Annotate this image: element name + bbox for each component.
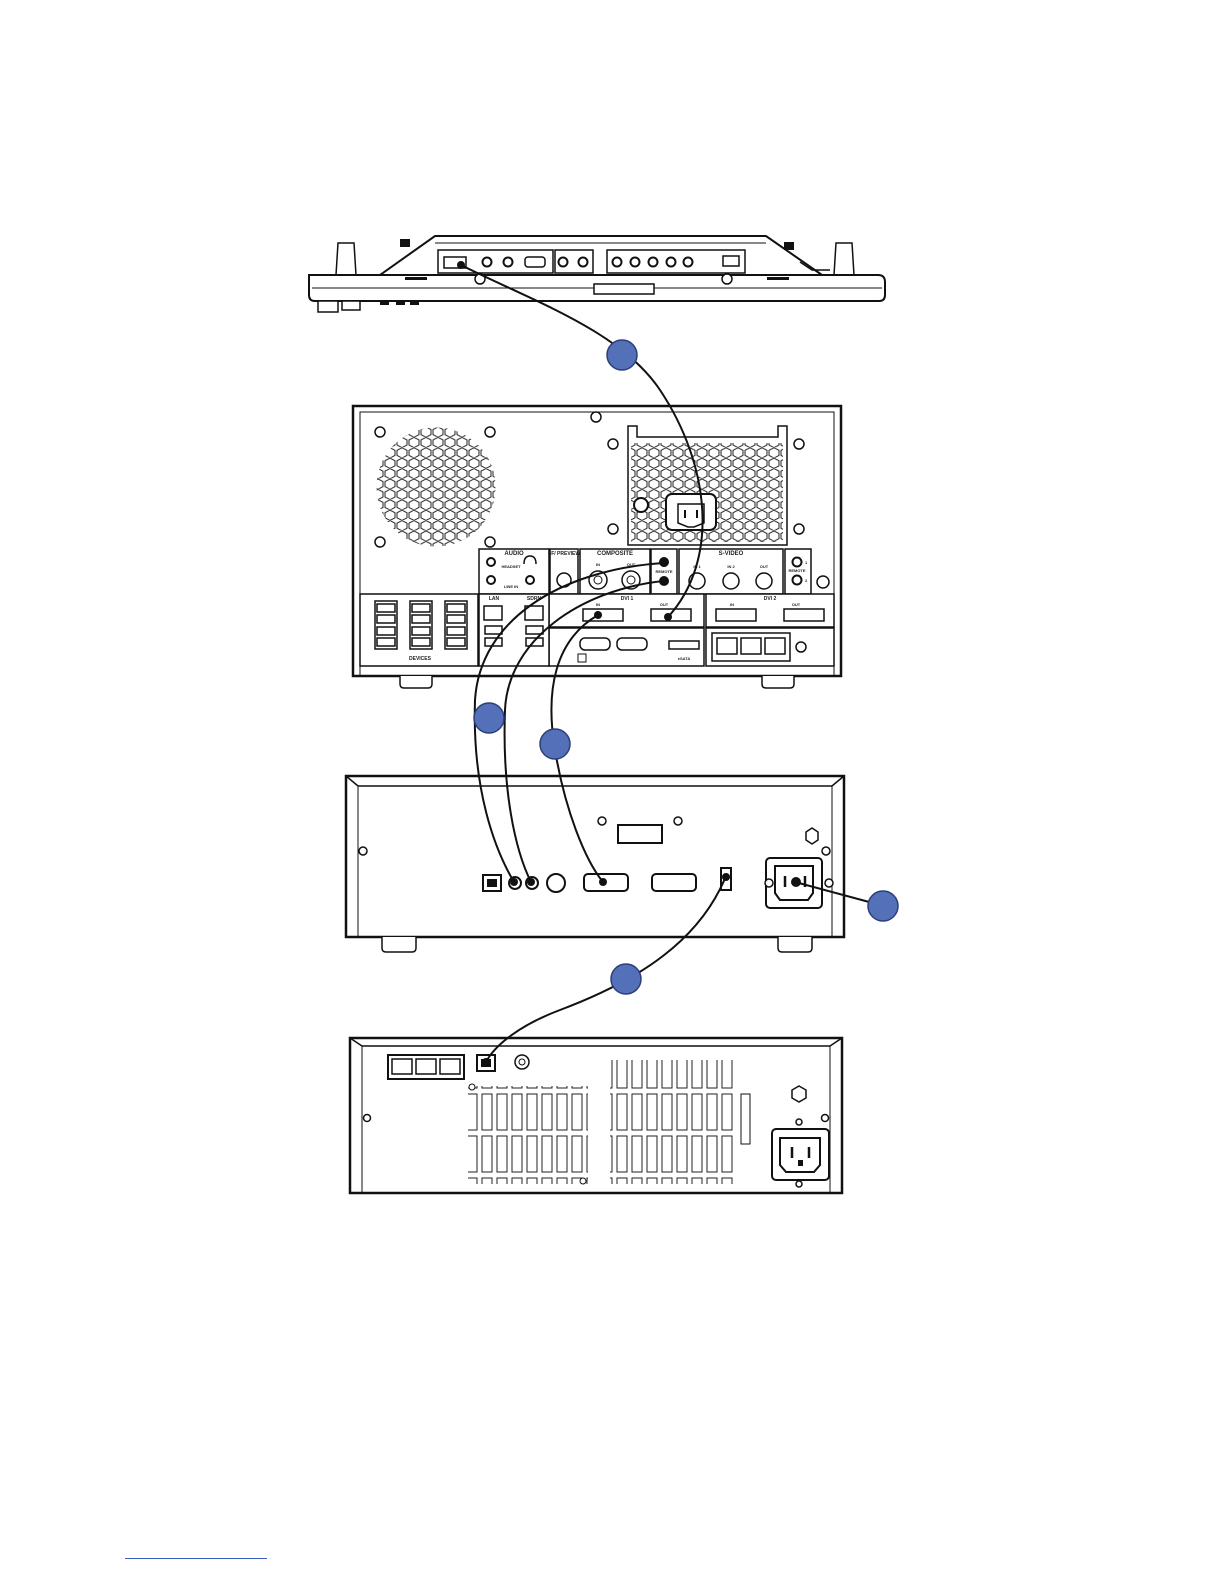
label-dvi2: DVI 2 — [764, 596, 777, 602]
label-sf-preview: SF/ PREVIEW — [548, 551, 581, 557]
label-svideo: S-VIDEO — [719, 551, 744, 557]
callout-bubble — [611, 964, 641, 994]
label-composite-in: IN — [596, 562, 600, 567]
label-headset: HEADSET — [501, 564, 521, 569]
recorder-device — [350, 1038, 842, 1193]
callout-bubble — [474, 703, 504, 733]
usb-port-bank-devices — [375, 601, 467, 649]
label-devices: DEVICES — [409, 656, 432, 662]
footnote-rule — [125, 1558, 267, 1559]
monitor-device — [309, 236, 885, 312]
label-dvi1-out: OUT — [660, 602, 669, 607]
label-line-in: LINE IN — [504, 584, 518, 589]
label-dvi1-in: IN — [596, 602, 600, 607]
label-lan: LAN — [489, 596, 500, 602]
label-remote-right: REMOTE — [788, 568, 805, 573]
label-dvi1: DVI 1 — [621, 596, 634, 602]
label-svideo-out: OUT — [760, 564, 769, 569]
callout-bubble — [868, 891, 898, 921]
callout-bubble — [540, 729, 570, 759]
system-unit-device: AUDIO HEADSET LINE IN SF/ PREVIEW COMPOS… — [353, 406, 841, 688]
label-composite: COMPOSITE — [597, 551, 633, 557]
converter-device — [346, 776, 844, 952]
label-dvi2-in: IN — [730, 602, 734, 607]
label-dvi2-out: OUT — [792, 602, 801, 607]
label-audio: AUDIO — [504, 551, 524, 557]
callout-bubble — [607, 340, 637, 370]
label-esata: eSATA — [678, 656, 691, 661]
label-remote-left: REMOTE — [655, 569, 672, 574]
label-svideo-in2: IN 2 — [727, 564, 735, 569]
